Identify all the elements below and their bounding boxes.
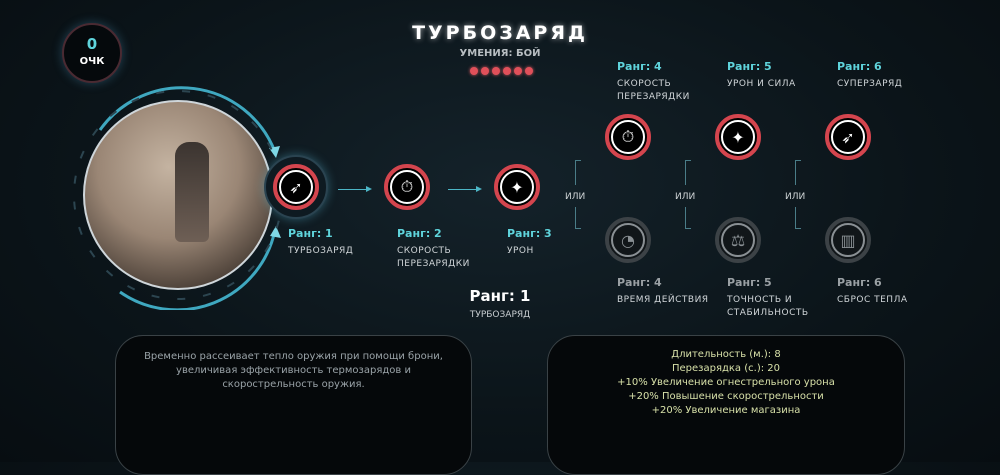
rank-label: Ранг: 1 [288, 227, 333, 240]
node-label-rank4b: Ранг: 4 ВРЕМЯ ДЕЙСТВИЯ [617, 276, 717, 307]
skill-title: ТУРБОЗАРЯД [412, 22, 588, 44]
duration-timer-icon: ◔ [611, 223, 645, 257]
points-value: 0 [86, 35, 98, 53]
bullets-plus-icon: ➶ [831, 120, 865, 154]
skill-name: УРОН [507, 246, 534, 256]
or-label: ИЛИ [675, 192, 696, 202]
rank-label: Ранг: 6 [837, 276, 882, 289]
or-label: ИЛИ [785, 192, 806, 202]
points-label: ОЧК [79, 56, 105, 67]
skill-preview-image [83, 100, 273, 290]
skill-node-rank6a[interactable]: ➶ [825, 114, 871, 160]
stats-panel: Длительность (м.): 8 Перезарядка (с.): 2… [547, 335, 905, 475]
soldier-figure [175, 142, 209, 242]
selected-rank: Ранг: 1 [469, 287, 531, 305]
rank-dot [470, 67, 478, 75]
node-label-rank4a: Ранг: 4 СКОРОСТЬ ПЕРЕЗАРЯДКИ [617, 60, 697, 104]
skill-name: ВРЕМЯ ДЕЙСТВИЯ [617, 295, 709, 305]
skill-node-rank5a[interactable]: ✦ [715, 114, 761, 160]
branch-connector [575, 160, 581, 185]
branch-connector [685, 207, 691, 229]
reload-timer-icon: ⏱ [390, 170, 424, 204]
or-label: ИЛИ [565, 192, 586, 202]
damage-bird-icon: ✦ [721, 120, 755, 154]
heat-sink-icon: ▥ [831, 223, 865, 257]
arrow-connector [448, 186, 482, 192]
rank-label: Ранг: 6 [837, 60, 882, 73]
skill-node-rank5b[interactable]: ⚖ [715, 217, 761, 263]
stat-line: Перезарядка (с.): 20 [672, 363, 780, 374]
rank-label: Ранг: 5 [727, 60, 772, 73]
branch-connector [795, 160, 801, 185]
skill-category: УМЕНИЯ: БОЙ [459, 48, 541, 59]
description-text: Временно рассеивает тепло оружия при пом… [144, 351, 443, 390]
rank-label: Ранг: 2 [397, 227, 442, 240]
skill-name: ТОЧНОСТЬ И СТАБИЛЬНОСТЬ [727, 295, 809, 318]
skill-node-rank4b[interactable]: ◔ [605, 217, 651, 263]
skill-name: СБРОС ТЕПЛА [837, 295, 908, 305]
rank-label: Ранг: 5 [727, 276, 772, 289]
skill-node-rank6b[interactable]: ▥ [825, 217, 871, 263]
rank-label: Ранг: 4 [617, 276, 662, 289]
skill-node-rank2[interactable]: ⏱ [384, 164, 430, 210]
node-label-rank6b: Ранг: 6 СБРОС ТЕПЛА [837, 276, 927, 307]
rank-dots [470, 67, 533, 75]
skill-node-rank1[interactable]: ➶ [273, 164, 319, 210]
arrow-connector [338, 186, 372, 192]
bullets-icon: ➶ [279, 170, 313, 204]
node-label-rank1: Ранг: 1 ТУРБОЗАРЯД [288, 227, 378, 258]
skill-name: ТУРБОЗАРЯД [288, 246, 354, 256]
rank-dot [503, 67, 511, 75]
node-label-rank3: Ранг: 3 УРОН [507, 227, 587, 258]
skill-points: 0 ОЧК [62, 23, 122, 83]
skill-node-rank4a[interactable]: ⏱ [605, 114, 651, 160]
stat-line: Длительность (м.): 8 [671, 349, 781, 360]
rank-label: Ранг: 3 [507, 227, 552, 240]
stat-line: +20% Увеличение магазина [651, 405, 801, 416]
node-label-rank5b: Ранг: 5 ТОЧНОСТЬ И СТАБИЛЬНОСТЬ [727, 276, 809, 320]
rank-dot [525, 67, 533, 75]
skill-name: УРОН И СИЛА [727, 79, 796, 89]
rank-dot [492, 67, 500, 75]
node-label-rank6a: Ранг: 6 СУПЕРЗАРЯД [837, 60, 927, 91]
rank-dot [481, 67, 489, 75]
selected-skill-name: ТУРБОЗАРЯД [469, 310, 531, 320]
stat-line: +10% Увеличение огнестрельного урона [617, 377, 835, 388]
branch-connector [795, 207, 801, 229]
reload-timer-icon: ⏱ [611, 120, 645, 154]
branch-connector [685, 160, 691, 185]
skill-name: СКОРОСТЬ ПЕРЕЗАРЯДКИ [397, 246, 470, 269]
damage-bird-icon: ✦ [500, 170, 534, 204]
skill-node-rank3[interactable]: ✦ [494, 164, 540, 210]
branch-connector [575, 207, 581, 229]
skill-name: СУПЕРЗАРЯД [837, 79, 903, 89]
skill-name: СКОРОСТЬ ПЕРЕЗАРЯДКИ [617, 79, 690, 102]
stat-line: +20% Повышение скорострельности [628, 391, 824, 402]
node-label-rank2: Ранг: 2 СКОРОСТЬ ПЕРЕЗАРЯДКИ [397, 227, 477, 271]
rank-dot [514, 67, 522, 75]
scales-icon: ⚖ [721, 223, 755, 257]
description-panel: Временно рассеивает тепло оружия при пом… [115, 335, 472, 475]
rank-label: Ранг: 4 [617, 60, 662, 73]
node-label-rank5a: Ранг: 5 УРОН И СИЛА [727, 60, 817, 91]
